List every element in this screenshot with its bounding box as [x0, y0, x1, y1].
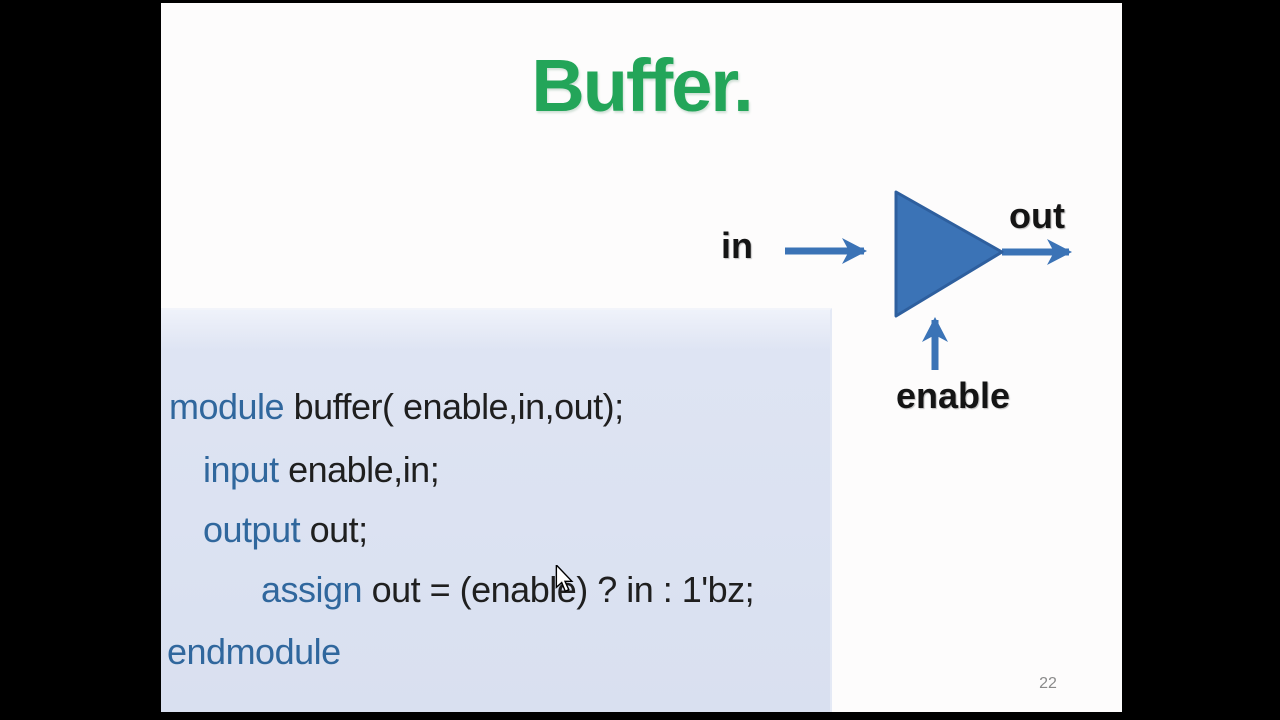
code-panel: module buffer( enable,in,out); input ena…: [161, 308, 832, 712]
code-text: buffer( enable,in,out);: [284, 386, 625, 427]
code-line-module: module buffer( enable,in,out);: [169, 377, 624, 437]
presentation-slide: Buffer. in out enable module buffer( ena…: [161, 3, 1122, 712]
code-keyword: input: [203, 449, 279, 490]
code-keyword: assign: [261, 569, 363, 610]
buffer-triangle: [894, 190, 1004, 318]
code-line-endmodule: endmodule: [167, 622, 341, 682]
diagram-label-in: in: [721, 225, 753, 266]
code-text: enable,in;: [278, 449, 440, 490]
code-line-input: input enable,in;: [203, 440, 440, 500]
slide-title: Buffer.: [531, 44, 753, 127]
buffer-diagram: [785, 190, 1072, 370]
mouse-cursor-icon: [555, 565, 574, 593]
code-keyword: endmodule: [167, 631, 341, 672]
code-line-assign: assign out = (enable) ? in : 1'bz;: [261, 560, 755, 620]
code-line-output: output out;: [203, 500, 368, 560]
diagram-label-enable: enable: [895, 375, 1011, 416]
code-keyword: module: [169, 386, 285, 427]
page-number: 22: [1039, 675, 1057, 692]
code-text: out = (enable) ? in : 1'bz;: [362, 569, 755, 610]
code-text: out;: [300, 509, 369, 550]
diagram-label-out: out: [1009, 195, 1065, 236]
code-keyword: output: [203, 509, 301, 550]
